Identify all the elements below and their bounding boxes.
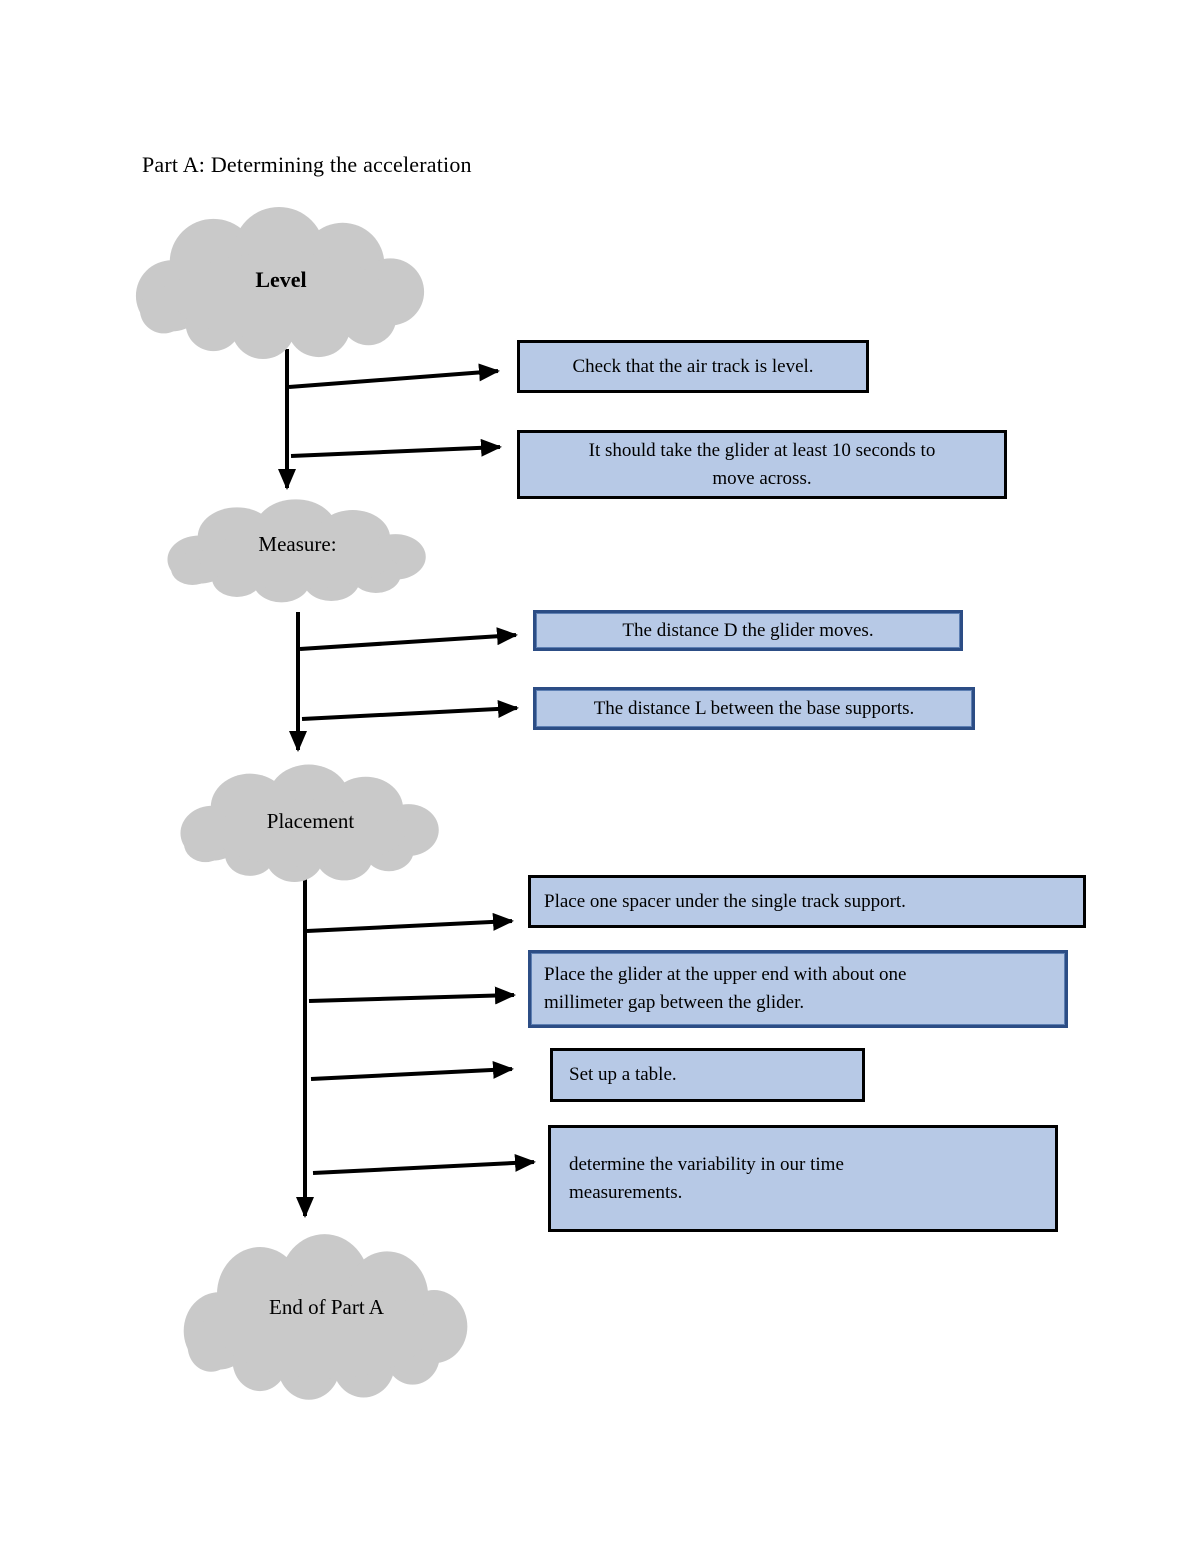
arrow-measure-to-distance-l bbox=[301, 699, 519, 721]
flow-box-ten-seconds: It should take the glider at least 10 se… bbox=[517, 430, 1007, 499]
cloud-node-measure: Measure: bbox=[155, 498, 440, 605]
cloud-shape bbox=[183, 1234, 468, 1400]
flow-box-check-level: Check that the air track is level. bbox=[517, 340, 869, 393]
cloud-label-level: Level bbox=[255, 267, 307, 292]
arrow-level-to-check bbox=[288, 363, 500, 389]
flow-box-glider-gap: Place the glider at the upper end with a… bbox=[528, 950, 1068, 1028]
cloud-label-placement: Placement bbox=[266, 808, 355, 833]
cloud-shape bbox=[167, 499, 426, 603]
arrow-placement-to-table bbox=[310, 1060, 514, 1081]
cloud-node-end-of-part-a: End of Part A bbox=[170, 1232, 483, 1404]
cloud-node-placement: Placement bbox=[168, 763, 453, 885]
cloud-shape bbox=[135, 206, 425, 360]
arrow-placement-to-glider bbox=[308, 986, 516, 1005]
page-title: Part A: Determining the acceleration bbox=[142, 152, 472, 177]
cloud-label-end-of-part-a: End of Part A bbox=[269, 1294, 384, 1319]
flow-box-spacer: Place one spacer under the single track … bbox=[528, 875, 1086, 928]
arrow-placement-to-spacer bbox=[306, 912, 514, 933]
flow-box-setup-table: Set up a table. bbox=[550, 1048, 865, 1102]
arrow-measure-to-distance-d bbox=[299, 627, 518, 651]
cloud-label-measure: Measure: bbox=[258, 532, 337, 556]
cloud-node-level: Level bbox=[122, 205, 440, 363]
arrow-placement-to-variability bbox=[312, 1153, 536, 1175]
flow-box-distance-l: The distance L between the base supports… bbox=[533, 687, 975, 730]
flow-box-distance-d: The distance D the glider moves. bbox=[533, 610, 963, 651]
cloud-shape bbox=[180, 764, 439, 882]
flow-box-variability: determine the variability in our time me… bbox=[548, 1125, 1058, 1232]
arrow-level-to-ten-seconds bbox=[290, 438, 502, 458]
